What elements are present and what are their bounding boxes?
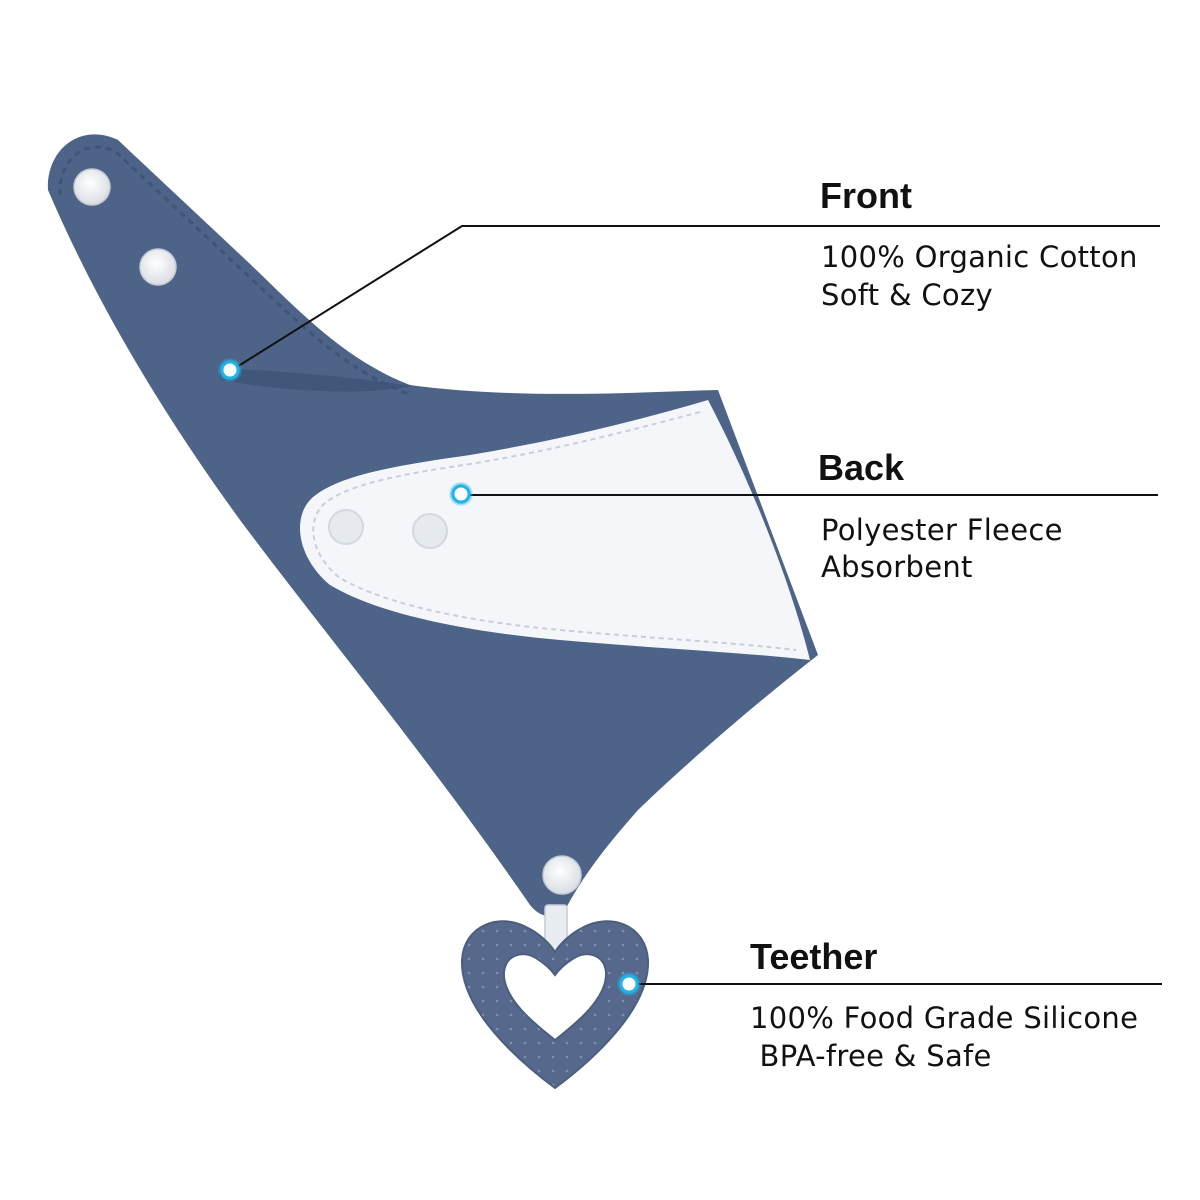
front-marker-ring	[220, 360, 240, 380]
back-marker-ring	[451, 484, 471, 504]
teether-title: Teether	[750, 936, 878, 977]
bottom-snap	[542, 855, 582, 895]
back-detail-2: Absorbent	[821, 550, 973, 584]
back-detail-1: Polyester Fleece	[821, 513, 1063, 547]
bib-back-fleece	[299, 400, 810, 660]
front-title: Front	[820, 175, 912, 216]
back-snap-2	[412, 513, 448, 549]
bib-edge-stitch	[58, 145, 409, 396]
teether-detail-1: 100% Food Grade Silicone	[750, 1001, 1139, 1035]
front-detail-1: 100% Organic Cotton	[821, 240, 1138, 274]
teether-detail-2: BPA-free & Safe	[750, 1039, 992, 1073]
front-detail-2: Soft & Cozy	[821, 278, 993, 312]
front-snap-1	[73, 168, 111, 206]
front-leader-line	[231, 225, 1160, 371]
back-snap-1	[328, 509, 364, 545]
front-snap-2	[139, 248, 177, 286]
bib-fold-shadow	[220, 368, 412, 392]
bib-back-fleece-stitch	[312, 411, 797, 651]
teether-marker-ring	[619, 974, 639, 994]
heart-teether	[460, 920, 650, 1090]
back-title: Back	[818, 447, 905, 488]
